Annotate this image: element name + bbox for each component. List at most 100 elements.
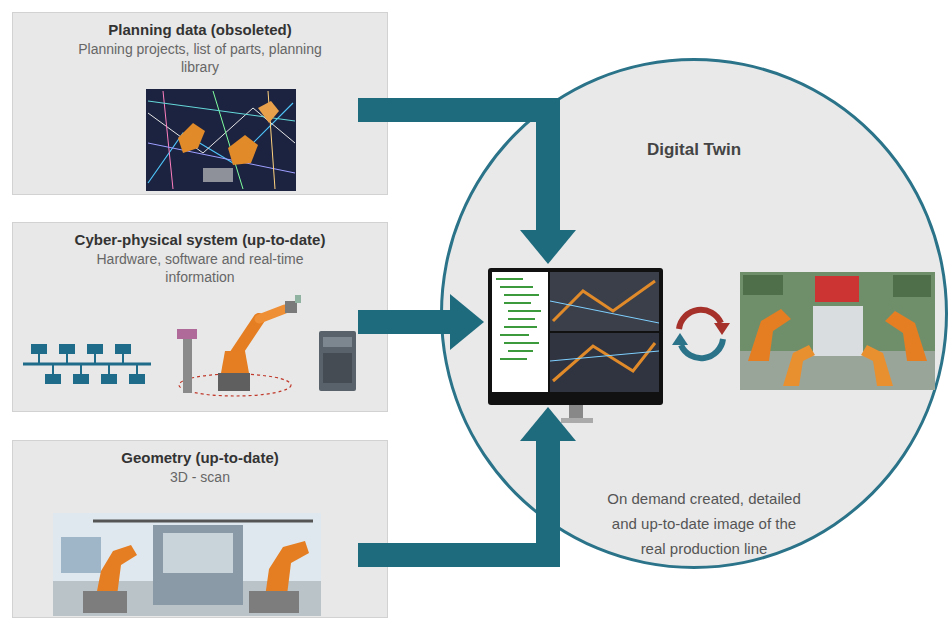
network-node — [101, 374, 117, 384]
photo-floor — [740, 351, 935, 390]
view-shape — [550, 301, 659, 323]
wire-line — [163, 91, 173, 189]
network-tick — [52, 364, 54, 374]
source-box: Planning data (obsoleted)Planning projec… — [12, 12, 388, 195]
sync-arc — [681, 339, 723, 358]
network-node — [129, 374, 145, 384]
sync-arrows — [672, 310, 730, 358]
wire-line — [148, 143, 295, 173]
text-holder: Geometry (up-to-date) — [13, 448, 387, 467]
source-box: Geometry (up-to-date)3D - scan — [12, 440, 388, 618]
robot-shape — [783, 345, 815, 386]
digital-twin-circle: Digital Twin On demand created, detailed … — [440, 58, 948, 569]
robot-base — [218, 373, 250, 391]
tree-line — [496, 278, 523, 280]
robot-shape — [93, 545, 137, 611]
box-body: 3D - scan — [75, 468, 325, 486]
flow-arrow — [358, 407, 576, 555]
network-node — [31, 344, 47, 354]
wire-line — [268, 91, 275, 189]
sync-head — [672, 333, 688, 345]
car-body — [813, 306, 863, 356]
wire-line — [148, 101, 295, 121]
network-tick — [94, 354, 96, 364]
network-tick — [38, 354, 40, 364]
robot-arm — [235, 319, 259, 355]
tree-line — [508, 310, 541, 312]
sync-arc — [679, 310, 721, 329]
scan-floor — [53, 581, 321, 616]
network-node — [73, 374, 89, 384]
robot-base — [249, 591, 299, 613]
arrow-shaft — [358, 441, 548, 555]
scan-picture — [53, 513, 321, 616]
network-tick — [122, 354, 124, 364]
box-body: On demand created, detailed and up-to-da… — [599, 486, 809, 561]
box-title: Planning data (obsoleted) — [13, 20, 387, 39]
box-body: Hardware, software and real-time informa… — [75, 250, 325, 286]
arrow-shaft — [358, 110, 548, 230]
cell-frame — [153, 525, 243, 605]
tree-panel — [492, 272, 548, 392]
robot-shape — [885, 311, 927, 361]
network-icon — [23, 344, 151, 384]
robot-base — [83, 591, 127, 613]
view-panel — [550, 272, 659, 331]
wire-line — [213, 91, 243, 189]
plc-housing — [319, 331, 356, 391]
photo-shape — [815, 276, 859, 302]
tree-line — [500, 286, 533, 288]
arrow-head — [520, 407, 576, 441]
tree-line — [508, 350, 533, 352]
network-tick — [66, 354, 68, 364]
source-box: Cyber-physical system (up-to-date)Hardwa… — [12, 222, 388, 412]
view-shape — [550, 351, 659, 361]
box-body: Planning projects, list of parts, planni… — [75, 40, 325, 76]
box-title: Digital Twin — [443, 139, 945, 161]
network-node — [87, 344, 103, 354]
monitor-stand — [569, 405, 583, 419]
tree-line — [500, 358, 527, 360]
text-holder: Planning projects, list of parts, planni… — [13, 40, 387, 76]
monitor-icon — [488, 268, 663, 423]
text-holder: Hardware, software and real-time informa… — [13, 250, 387, 286]
plc-icon — [319, 331, 356, 391]
wire-line — [148, 108, 295, 153]
tree-line — [504, 342, 539, 344]
robot-forearm — [259, 309, 285, 319]
robot-shape — [178, 123, 205, 153]
arrow-shaft — [358, 310, 450, 334]
text-holder: 3D - scan — [13, 468, 387, 486]
tree-line — [500, 334, 529, 336]
monitor-frame — [488, 268, 663, 405]
robot-shape — [263, 541, 309, 611]
plc-panel — [323, 337, 352, 347]
robot-shape — [228, 135, 258, 165]
network-node — [59, 344, 75, 354]
arrow-head — [520, 230, 576, 264]
tree-line — [504, 302, 531, 304]
tree-line — [504, 326, 537, 328]
tree-line — [504, 294, 539, 296]
arrow-head — [450, 294, 484, 350]
text-holder: Digital Twin — [443, 139, 945, 161]
sync-head — [714, 323, 730, 335]
tree-line — [508, 318, 535, 320]
planning-illustration — [13, 13, 389, 196]
robot-shape — [861, 345, 893, 386]
flow-arrow — [358, 110, 576, 264]
photo-shape — [893, 275, 931, 297]
network-tick — [80, 364, 82, 374]
monitor-foot — [561, 418, 593, 423]
scan-illustration — [13, 441, 389, 619]
box-title: Cyber-physical system (up-to-date) — [13, 230, 387, 249]
network-node — [115, 344, 131, 354]
cell-window — [163, 533, 233, 573]
view-shape — [553, 343, 655, 381]
photo-ground — [740, 272, 935, 390]
stand-post — [183, 335, 192, 393]
production-line-photo — [740, 272, 935, 390]
robot-gripper — [285, 301, 297, 313]
